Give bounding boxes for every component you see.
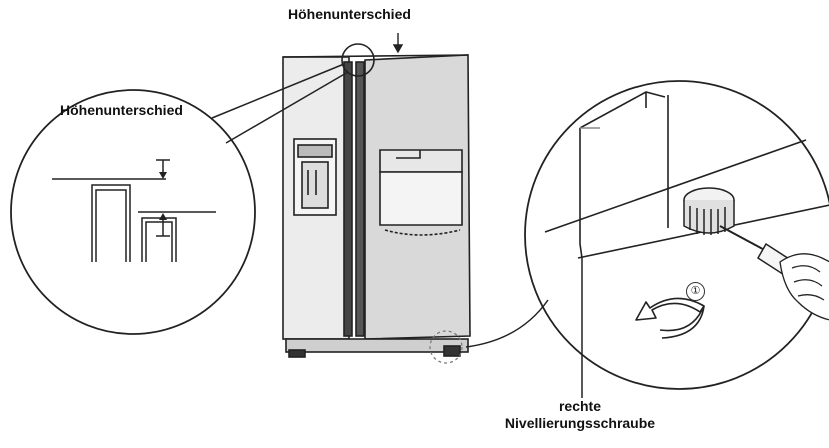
- bottom-highlight-circle: [429, 330, 463, 364]
- left-foot: [288, 349, 306, 358]
- step-number-badge: ①: [686, 282, 705, 301]
- label-height-difference-detail: Höhenunterschied: [60, 102, 183, 118]
- base-kick-plate: [285, 338, 469, 353]
- refrigerator: [282, 54, 471, 358]
- top-highlight-circle: [341, 43, 375, 77]
- right-foot: [443, 345, 461, 357]
- rotation-arrow-icon: [635, 297, 705, 339]
- height-arrow-top: [392, 33, 404, 54]
- detail-circle-right: [465, 80, 829, 398]
- left-door-handle: [343, 61, 353, 337]
- door-bin-top: [379, 149, 463, 173]
- label-height-difference-top: Höhenunterschied: [288, 6, 411, 22]
- label-right-leveling-screw: rechte Nivellierungsschraube: [460, 398, 700, 432]
- right-door-handle: [355, 61, 365, 337]
- label-right-leveling-screw-line1: rechte: [558, 398, 602, 414]
- dispenser-display: [297, 144, 333, 158]
- door-bin: [379, 171, 463, 226]
- leveling-screw: [683, 187, 735, 235]
- hand: [779, 253, 829, 321]
- dispenser-recess: [301, 161, 329, 209]
- detail-circle-left: [10, 63, 349, 335]
- label-right-leveling-screw-line2: Nivellierungsschraube: [504, 415, 656, 431]
